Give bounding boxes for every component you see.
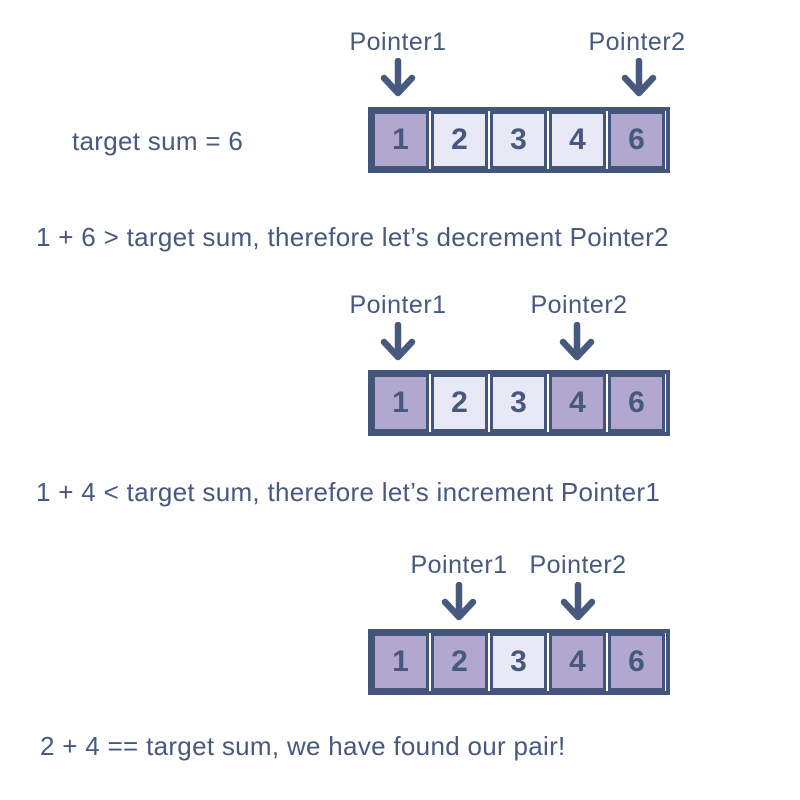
pointer1-down-arrow-icon bbox=[380, 322, 416, 361]
array-cell: 2 bbox=[431, 633, 488, 691]
array-cell: 4 bbox=[549, 374, 606, 432]
array-cell: 3 bbox=[490, 111, 547, 169]
pointer2-label: Pointer2 bbox=[530, 291, 628, 319]
pointer2-down-arrow-icon bbox=[621, 58, 657, 97]
array-cell: 6 bbox=[608, 111, 665, 169]
stage-2-caption: 1 + 4 < target sum, therefore let’s incr… bbox=[36, 477, 661, 507]
stage-3-caption: 2 + 4 == target sum, we have found our p… bbox=[40, 731, 566, 761]
array-cell: 1 bbox=[372, 374, 429, 432]
array-cell: 2 bbox=[431, 111, 488, 169]
array-stage-3: 1 2 3 4 6 bbox=[368, 629, 670, 695]
array-stage-1: 1 2 3 4 6 bbox=[368, 107, 670, 173]
pointer2-down-arrow-icon bbox=[559, 322, 595, 361]
array-stage-2: 1 2 3 4 6 bbox=[368, 370, 670, 436]
pointer2-label: Pointer2 bbox=[529, 551, 627, 579]
pointer1-label: Pointer1 bbox=[349, 28, 447, 56]
pointer1-label: Pointer1 bbox=[349, 291, 447, 319]
array-cell: 4 bbox=[549, 111, 606, 169]
stage-1-caption: 1 + 6 > target sum, therefore let’s decr… bbox=[36, 222, 669, 252]
array-cell: 3 bbox=[490, 374, 547, 432]
array-cell: 2 bbox=[431, 374, 488, 432]
array-cell: 6 bbox=[608, 633, 665, 691]
pointer2-down-arrow-icon bbox=[560, 582, 596, 621]
pointer2-label: Pointer2 bbox=[588, 28, 686, 56]
target-sum-label: target sum = 6 bbox=[72, 126, 244, 156]
array-cell: 4 bbox=[549, 633, 606, 691]
array-cell: 1 bbox=[372, 633, 429, 691]
array-cell: 3 bbox=[490, 633, 547, 691]
pointer1-down-arrow-icon bbox=[441, 582, 477, 621]
pointer1-down-arrow-icon bbox=[380, 58, 416, 97]
array-cell: 1 bbox=[372, 111, 429, 169]
array-cell: 6 bbox=[608, 374, 665, 432]
pointer1-label: Pointer1 bbox=[410, 551, 508, 579]
